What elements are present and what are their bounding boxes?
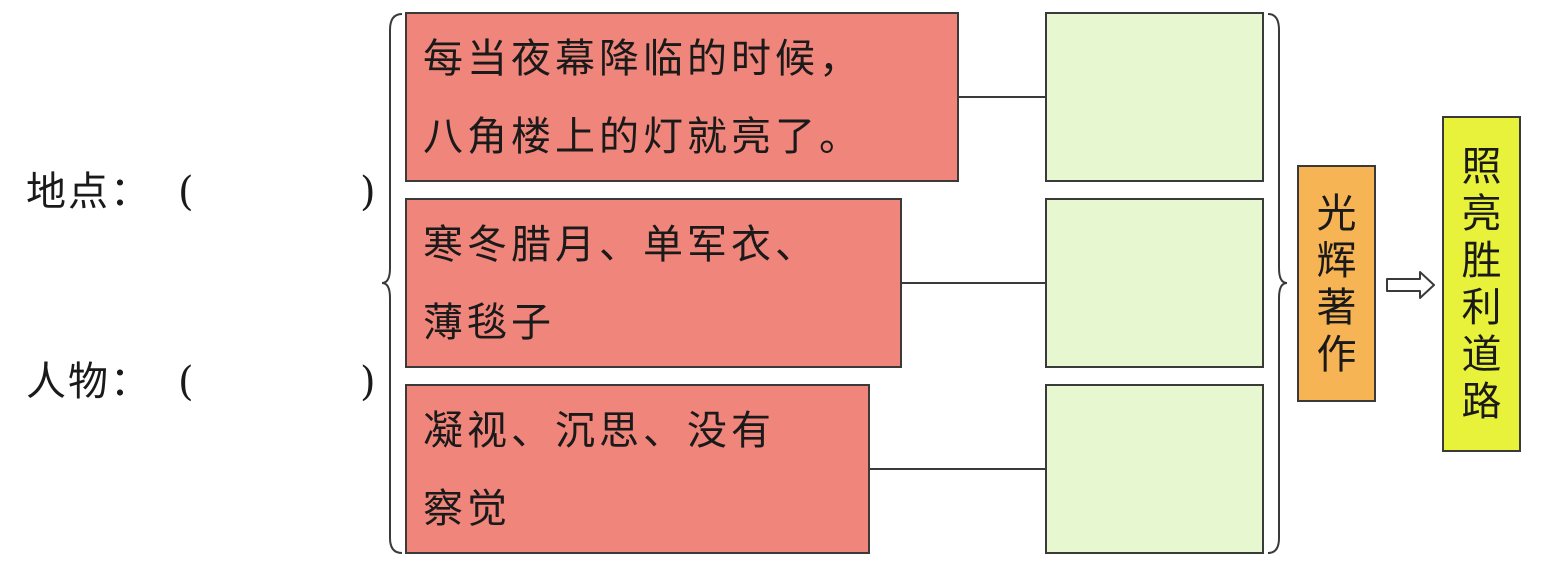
place-label: 地点： — [26, 169, 152, 215]
answer-box-1[interactable] — [1045, 12, 1264, 182]
red-box-1-line-2: 八角楼上的灯就亮了。 — [423, 114, 863, 160]
person-paren-close: ) — [360, 359, 376, 405]
connector-line-3 — [870, 468, 1045, 470]
middle-char-4: 作 — [1316, 332, 1357, 378]
right-curly-brace-icon — [1267, 13, 1288, 554]
connector-line-1 — [959, 96, 1045, 98]
red-box-3-line-1: 凝视、沉思、没有 — [423, 408, 775, 454]
result-char-4: 利 — [1461, 285, 1502, 331]
red-box-2: 寒冬腊月、单军衣、 薄毯子 — [405, 198, 902, 368]
person-paren-open: ( — [178, 359, 194, 405]
middle-char-2: 辉 — [1316, 238, 1357, 284]
person-label: 人物： — [26, 359, 152, 405]
red-box-2-line-2: 薄毯子 — [423, 300, 555, 346]
result-char-1: 照 — [1461, 144, 1502, 190]
result-char-3: 胜 — [1461, 238, 1502, 284]
place-paren-open: ( — [178, 169, 194, 215]
middle-conclusion-box: 光 辉 著 作 — [1297, 165, 1376, 402]
red-box-1-line-1: 每当夜幕降临的时候， — [423, 36, 863, 82]
place-paren-close: ) — [360, 169, 376, 215]
result-char-2: 亮 — [1461, 191, 1502, 237]
connector-line-2 — [902, 282, 1045, 284]
answer-box-3[interactable] — [1045, 384, 1264, 554]
result-char-6: 路 — [1461, 379, 1502, 425]
result-char-5: 道 — [1461, 332, 1502, 378]
red-box-3-line-2: 察觉 — [423, 486, 511, 532]
middle-char-1: 光 — [1316, 191, 1357, 237]
red-box-3: 凝视、沉思、没有 察觉 — [405, 384, 870, 554]
person-label-row: 人物： ( ) — [26, 352, 376, 412]
middle-char-3: 著 — [1316, 285, 1357, 331]
red-box-2-line-1: 寒冬腊月、单军衣、 — [423, 222, 819, 268]
hollow-right-arrow-icon — [1386, 271, 1435, 299]
final-result-box: 照 亮 胜 利 道 路 — [1442, 116, 1521, 452]
answer-box-2[interactable] — [1045, 198, 1264, 368]
left-curly-brace-icon — [381, 13, 403, 554]
place-label-row: 地点： ( ) — [26, 162, 376, 222]
red-box-1: 每当夜幕降临的时候， 八角楼上的灯就亮了。 — [405, 12, 959, 182]
